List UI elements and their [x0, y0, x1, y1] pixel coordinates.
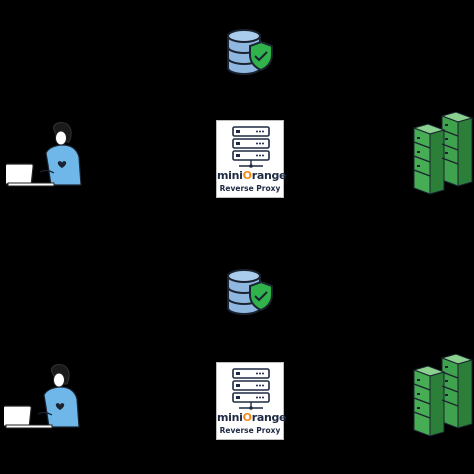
database-shield-icon: [224, 266, 274, 316]
user-laptop-icon: [4, 362, 86, 432]
proxy-server-icon: [232, 368, 270, 410]
proxy-server-box: miniOrange Reverse Proxy: [216, 120, 287, 198]
proxy-server-icon: [232, 126, 270, 168]
proxy-label: Reverse Proxy: [219, 184, 281, 193]
backend-server-icon: [412, 112, 474, 196]
user-laptop-icon: [6, 120, 88, 190]
database-shield-icon: [224, 26, 274, 76]
brand-logo-text: miniOrange: [217, 411, 287, 424]
proxy-server-box: miniOrange Reverse Proxy: [216, 362, 287, 440]
brand-logo-text: miniOrange: [217, 169, 287, 182]
backend-server-icon: [412, 354, 474, 438]
proxy-label: Reverse Proxy: [219, 426, 281, 435]
